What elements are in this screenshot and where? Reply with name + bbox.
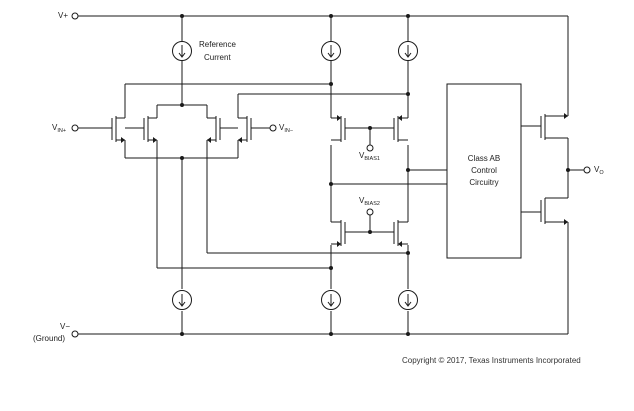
classab-label-line1: Class AB [467,154,501,163]
vbias2-terminal [366,208,374,216]
ground-label: (Ground) [33,334,66,343]
cascode-transistor-upper-right [393,116,408,142]
current-source-bottom-right [398,290,418,310]
vplus-label: V+ [58,11,69,20]
reference-label-line1: Reference [199,40,236,49]
vin-minus-label: VIN− [279,123,294,134]
arrow-marks [121,113,568,247]
terminals [71,12,591,338]
vbias1-terminal [366,144,374,152]
current-source-reference [172,41,192,61]
output-transistor-low [540,197,568,224]
reference-label-line2: Current [204,53,231,62]
vo-label: VO [594,165,604,176]
copyright-notice: Copyright © 2017, Texas Instruments Inco… [402,356,581,365]
classab-label-line3: Circuitry [469,178,499,187]
classab-label-line2: Control [471,166,497,175]
vbias1-label: VBIAS1 [359,151,380,162]
cascode-transistor-lower-right [393,220,408,246]
transistors [111,114,569,246]
output-transistor-high [540,114,569,140]
input-transistor-3 [206,116,238,145]
wires [78,15,584,335]
current-source-top-mid [321,41,341,61]
junction-dots [180,14,570,336]
vo-terminal [583,166,591,174]
current-source-bottom-mid [321,290,341,310]
current-sources [172,41,418,310]
current-source-top-right [398,41,418,61]
vin-plus-terminal [71,124,79,132]
current-source-bottom-left [172,290,192,310]
vplus-terminal [71,12,79,20]
vminus-terminal [71,330,79,338]
vin-plus-label: VIN+ [52,123,67,134]
vin-minus-terminal [269,124,277,132]
vminus-label: V− [60,322,71,331]
vbias2-label: VBIAS2 [359,196,380,207]
input-transistor-2 [125,116,158,145]
